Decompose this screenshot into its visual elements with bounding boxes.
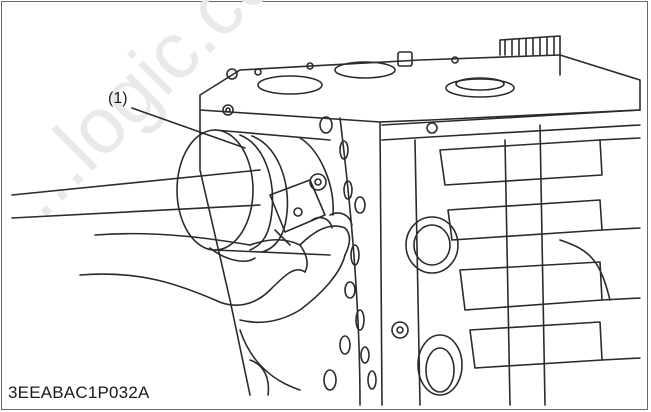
- hand: [79, 212, 353, 324]
- callout-leader: [131, 107, 246, 149]
- ring-compressor-tool: [176, 129, 334, 256]
- figure-code: 3EEABAC1P032A: [8, 383, 150, 402]
- block-top-deck: [199, 35, 641, 123]
- callout-label: (1): [108, 90, 128, 107]
- block-front-face: [199, 104, 383, 406]
- rod: [11, 169, 261, 219]
- block-side-face: [381, 109, 641, 406]
